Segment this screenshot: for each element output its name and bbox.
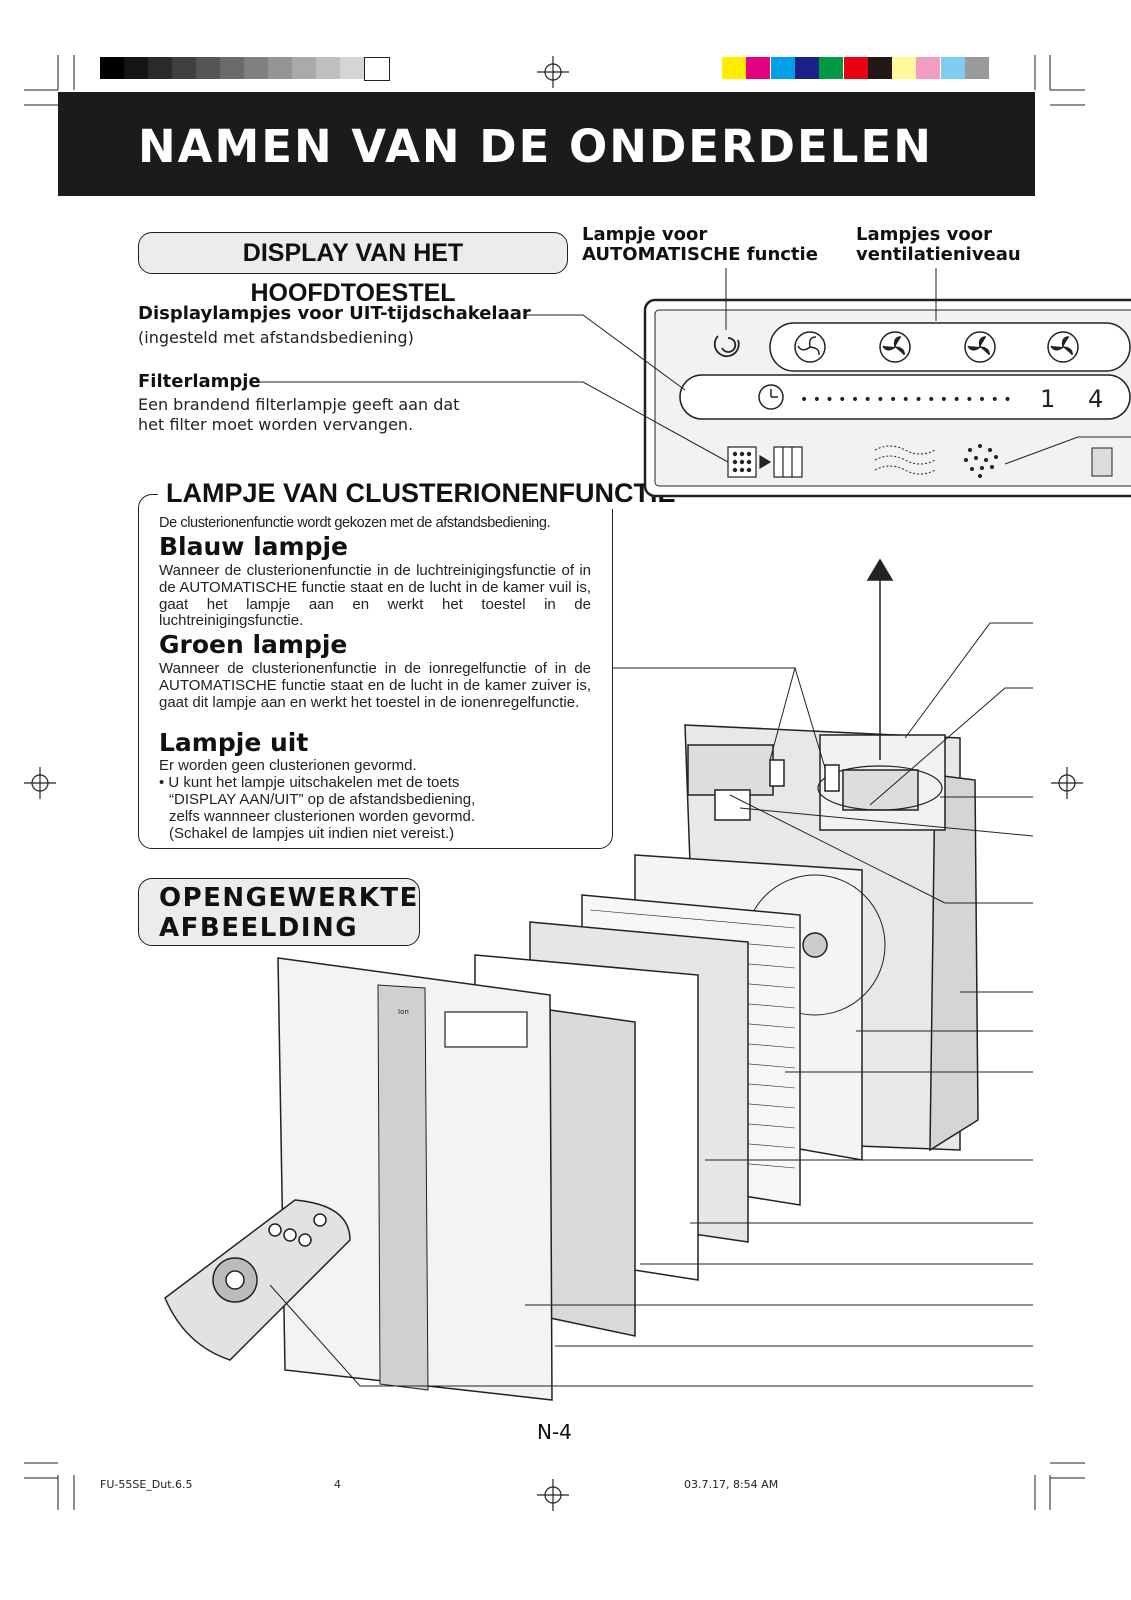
lamp-off-bullet-3: zelfs wannneer clusterionen worden gevor… [169,808,475,825]
filter-lamp-icon [727,446,803,478]
footer-timestamp: 03.7.17, 8:54 AM [684,1478,779,1491]
gray-swatch [148,57,172,79]
gray-swatch [364,57,390,81]
registration-mark-left [24,767,56,799]
gray-swatch [268,57,292,79]
page-number: N-4 [537,1420,572,1444]
gray-swatch [316,57,340,79]
gray-swatch [124,57,148,79]
timer-dots: • • • • • • • • • • • • • • • • • [800,392,1012,408]
color-swatch [867,57,892,79]
color-swatch [892,57,917,79]
timer-lamps-note: (ingesteld met afstandsbediening) [138,328,414,347]
lamp-off-bullet-4: (Schakel de lampjes uit indien niet vere… [169,825,455,842]
color-swatch [722,57,746,79]
gray-swatch [196,57,220,79]
remote-control [164,1199,351,1361]
auto-lamp-label-2: AUTOMATISCHE functie [582,244,818,265]
gray-swatch [100,57,124,79]
fan-lamps-label-1: Lampjes voor [856,224,992,245]
timer-lamps-label: Displaylampjes voor UIT-tijdschakelaar [138,303,531,324]
cluster-ion-icon [964,444,998,478]
timer-number-1: 1 [1040,385,1055,413]
clock-icon [758,384,784,410]
gray-swatch [340,57,364,79]
front-logo-text: Ion [398,1008,409,1016]
color-swatch [819,57,844,79]
color-swatch [746,57,771,79]
fan-lamps-label-2: ventilatieniveau [856,244,1021,265]
green-lamp-text: Wanneer de clusterionenfunctie in de ion… [159,660,591,711]
filter-lamp-label: Filterlampje [138,371,261,392]
display-panel [643,298,1131,498]
cluster-intro: De clusterionenfunctie wordt gekozen met… [159,515,551,531]
gray-swatch [292,57,316,79]
page-title: NAMEN VAN DE ONDERDELEN [138,120,933,173]
blue-lamp-text: Wanneer de clusterionenfunctie in de luc… [159,562,591,630]
color-swatch [843,57,868,79]
green-lamp-title: Groen lampje [159,630,348,659]
filter-layers [277,854,886,1401]
crop-marks [24,55,1085,1510]
lamp-off-title: Lampje uit [159,728,309,757]
color-swatch [965,57,989,79]
gray-swatch [172,57,196,79]
timer-number-4: 4 [1088,385,1103,413]
registration-mark-top [537,56,569,88]
auto-lamp-label-1: Lampje voor [582,224,708,245]
air-flow-icon [874,445,936,475]
filter-lamp-text-1: Een brandend filterlampje geeft aan dat [138,395,460,414]
exploded-heading-line-1: OPENGEWERKTE [159,883,419,913]
color-swatch [770,57,795,79]
fan-speed-icons [794,331,1079,363]
registration-mark-right [1051,767,1083,799]
auto-mode-icon [713,335,740,358]
filter-lamp-text-2: het filter moet worden vervangen. [138,415,414,434]
color-swatch [794,57,819,79]
color-swatch [916,57,941,79]
exploded-heading-line-2: AFBEELDING [159,913,359,943]
display-section-heading: DISPLAY VAN HET HOOFDTOESTEL [138,232,568,307]
gray-swatch [220,57,244,79]
lamp-off-text: Er worden geen clusterionen gevormd. [159,757,417,774]
display-leader-lines [260,268,1131,465]
blue-lamp-title: Blauw lampje [159,532,349,561]
lamp-off-bullet-2: “DISPLAY AAN/UIT” op de afstandsbedienin… [169,791,476,808]
registration-mark-bottom [537,1479,569,1511]
exploded-view-heading: OPENGEWERKTE AFBEELDING [138,878,420,946]
lamp-off-bullet-1: • U kunt het lampje uitschakelen met de … [159,774,460,791]
gray-swatch [244,57,268,79]
header-band [58,92,1035,196]
cluster-section-heading: LAMPJE VAN CLUSTERIONENFUNCTIE [158,478,684,509]
air-outlet-arrow [866,558,894,760]
color-swatch [940,57,965,79]
footer-page: 4 [334,1478,341,1491]
part-leader-lines [269,622,1034,1387]
footer-file: FU-55SE_Dut.6.5 [100,1478,193,1491]
